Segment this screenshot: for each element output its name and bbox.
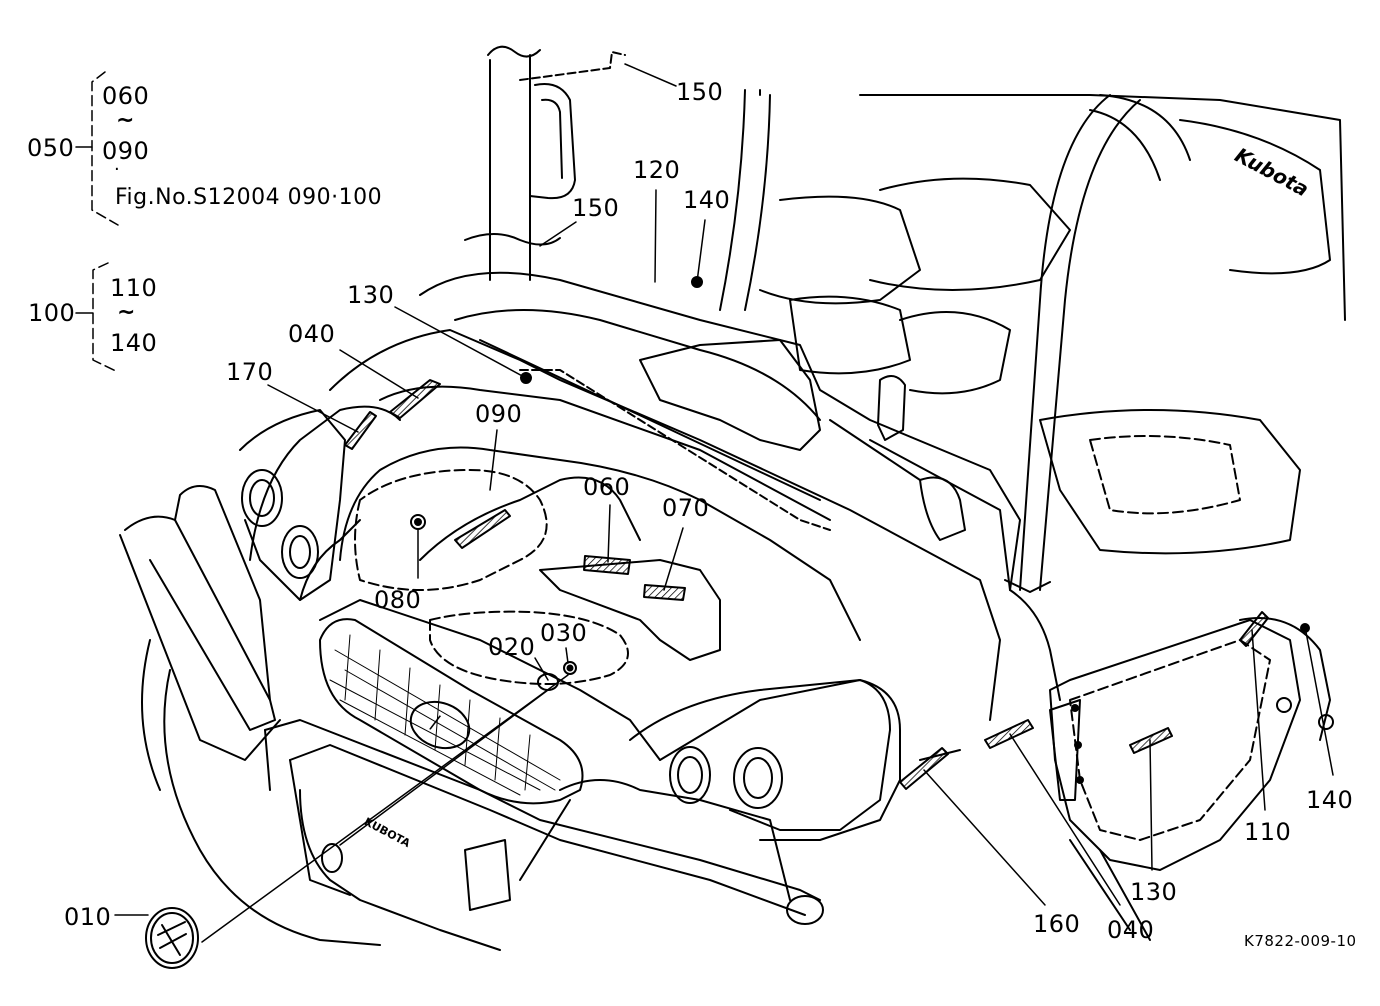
headlights (239, 409, 891, 831)
fenders (141, 617, 1331, 946)
callout-070: 070 (662, 494, 710, 522)
legend-050-id: 050 (27, 134, 75, 162)
legend-050-dot: · (114, 159, 121, 180)
callout-170: 170 (226, 358, 274, 386)
callout-080: 080 (374, 586, 422, 614)
fasteners (321, 276, 1334, 873)
legend-bracket-100 (75, 262, 119, 373)
leader-lines (114, 63, 1334, 943)
seats (759, 94, 1346, 555)
callout-090: 090 (475, 400, 523, 428)
decals (344, 379, 1269, 790)
callout-150-upper: 150 (676, 78, 724, 106)
callout-110: 110 (1244, 818, 1292, 846)
center-console (639, 311, 1011, 591)
callout-010: 010 (64, 903, 112, 931)
legend-100-from: 110 (110, 274, 158, 302)
callout-140-fender: 140 (1306, 786, 1354, 814)
brush-guard (119, 485, 824, 951)
legend-050-figure-ref: Fig.No.S12004 090·100 (115, 185, 383, 210)
callout-060: 060 (583, 473, 631, 501)
legend-100-id: 100 (28, 299, 76, 327)
legend-100-to: 140 (110, 329, 158, 357)
callout-020: 020 (488, 633, 536, 661)
legend-050-tilde: ~ (116, 108, 135, 133)
callout-030: 030 (540, 619, 588, 647)
callout-150-lower: 150 (572, 194, 620, 222)
callout-130-dash: 130 (347, 281, 395, 309)
callout-040-hood: 040 (288, 320, 336, 348)
grille (319, 618, 584, 805)
rops-frame (464, 45, 1191, 593)
kubota-emblem-part (145, 907, 199, 969)
legend-bracket-050 (75, 71, 119, 226)
callout-120: 120 (633, 156, 681, 184)
callout-040-side: 040 (1107, 916, 1155, 944)
legend-050-to: 090 (102, 137, 150, 165)
callout-130-side: 130 (1130, 878, 1178, 906)
callout-160: 160 (1033, 910, 1081, 938)
legend-050-from: 060 (102, 82, 150, 110)
callout-140-dash: 140 (683, 186, 731, 214)
legend-100-tilde: ~ (117, 300, 136, 325)
drawing-code: K7822-009-10 (1244, 932, 1357, 950)
